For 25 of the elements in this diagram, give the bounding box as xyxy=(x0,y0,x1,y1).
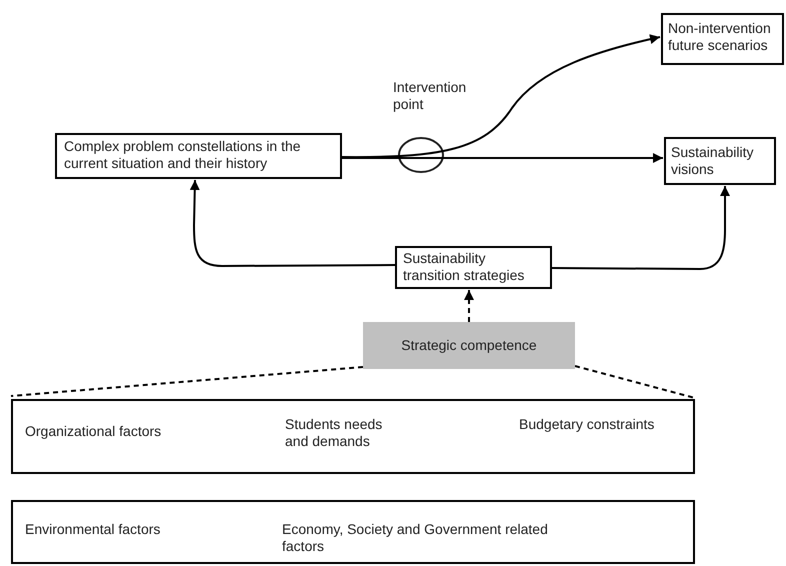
node-label: Sustainability transition strategies xyxy=(403,250,526,284)
node-label: Non-intervention future scenarios xyxy=(668,20,772,54)
competence-box xyxy=(363,322,575,369)
outcome-box xyxy=(661,13,784,65)
process-box xyxy=(55,133,342,179)
outcome-box xyxy=(664,137,776,185)
arrow xyxy=(464,290,474,322)
dashed-line xyxy=(10,366,364,397)
arrow xyxy=(342,34,660,158)
node-label: Economy, Society and Government related factors xyxy=(282,521,549,555)
arrow xyxy=(552,186,730,270)
arrow xyxy=(190,180,395,267)
factor-panel xyxy=(11,500,695,564)
node-label: Complex problem constellations in the current situation and their history xyxy=(64,138,302,172)
node-label: Strategic competence xyxy=(400,337,538,354)
node-label: Organizational factors xyxy=(25,423,162,440)
strategy-box xyxy=(395,246,552,289)
callout-label: Intervention point xyxy=(393,79,468,113)
arrow xyxy=(342,153,663,163)
node-label: Environmental factors xyxy=(25,521,162,538)
node-label: Budgetary constraints xyxy=(519,416,656,433)
node-label: Sustainability visions xyxy=(671,144,754,178)
factor-panel xyxy=(11,399,695,474)
node-label: Students needs and demands xyxy=(285,416,384,450)
dashed-line xyxy=(574,365,696,399)
